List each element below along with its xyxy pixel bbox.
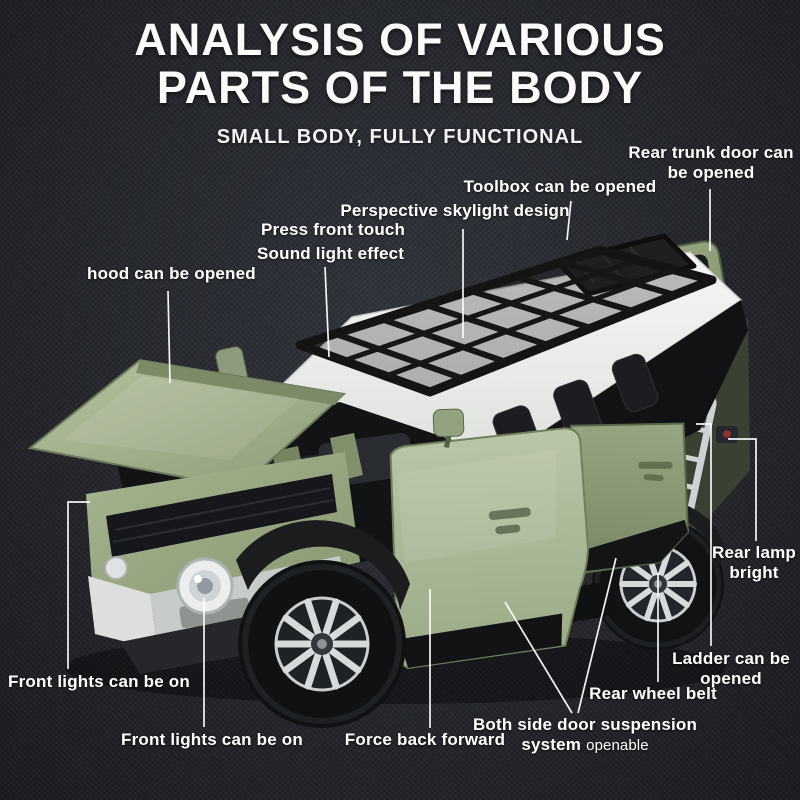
- front-wheel: [238, 560, 406, 728]
- headlight: [176, 557, 234, 615]
- page-subtitle: SMALL BODY, FULLY FUNCTIONAL: [216, 126, 584, 148]
- callout-ladder-line1: Ladder can be: [672, 649, 790, 668]
- callout-rear-trunk-line1: Rear trunk door can: [628, 143, 794, 162]
- callout-rear-lamp: Rear lamp bright: [712, 543, 796, 583]
- callout-front-lights-left: Front lights can be on: [8, 672, 190, 691]
- leader-front-lights-left: [67, 501, 90, 669]
- front-fog-light: [104, 556, 128, 580]
- door-mirror: [432, 408, 465, 448]
- callout-sound-light-effect: Sound light effect: [257, 244, 405, 263]
- callout-front-lights-bottom: Front lights can be on: [121, 730, 303, 749]
- title-line-2: PARTS OF THE BODY: [156, 61, 644, 113]
- callout-rear-trunk-line2: be opened: [667, 163, 755, 183]
- roof-rack: [295, 233, 717, 397]
- leader-rear-lamp: [728, 438, 757, 541]
- callout-force-back: Force back forward: [344, 730, 506, 749]
- callout-press-front-touch: Press front touch: [261, 220, 406, 239]
- page-title: ANALYSIS OF VARIOUS PARTS OF THE BODY: [0, 16, 800, 111]
- hood-open: [27, 358, 347, 490]
- callout-rear-trunk: Rear trunk door can be opened: [628, 143, 793, 183]
- callout-skylight: Perspective skylight design: [340, 201, 570, 220]
- callout-both-side-door-openable: openable: [586, 737, 649, 755]
- leader-press-front-touch: [324, 266, 330, 358]
- front-grille: [106, 474, 337, 557]
- callout-rear-lamp-line2: bright: [729, 563, 779, 583]
- leader-lines: [67, 189, 757, 728]
- front-door-open: [389, 408, 590, 669]
- callout-rear-lamp-line1: Rear lamp: [711, 543, 797, 562]
- leader-both-side-door-right: [577, 557, 617, 714]
- front-fender-flare: [236, 520, 410, 610]
- callout-both-side-door-line1: Both side door suspension: [472, 715, 698, 734]
- callout-ladder: Ladder can be opened: [672, 649, 790, 689]
- leader-toolbox: [566, 200, 572, 241]
- rear-door-open: [570, 422, 689, 576]
- callout-hood: hood can be opened: [87, 264, 256, 283]
- callout-ladder-line2: opened: [700, 669, 762, 689]
- callout-both-side-door-system: system: [521, 735, 582, 755]
- callout-toolbox: Toolbox can be opened: [463, 177, 657, 196]
- callout-rear-wheel-belt: Rear wheel belt: [589, 684, 717, 703]
- leader-hood: [167, 290, 171, 384]
- title-line-1: ANALYSIS OF VARIOUS: [134, 14, 666, 65]
- leader-ladder: [696, 423, 712, 646]
- leader-both-side-door-left: [504, 601, 573, 714]
